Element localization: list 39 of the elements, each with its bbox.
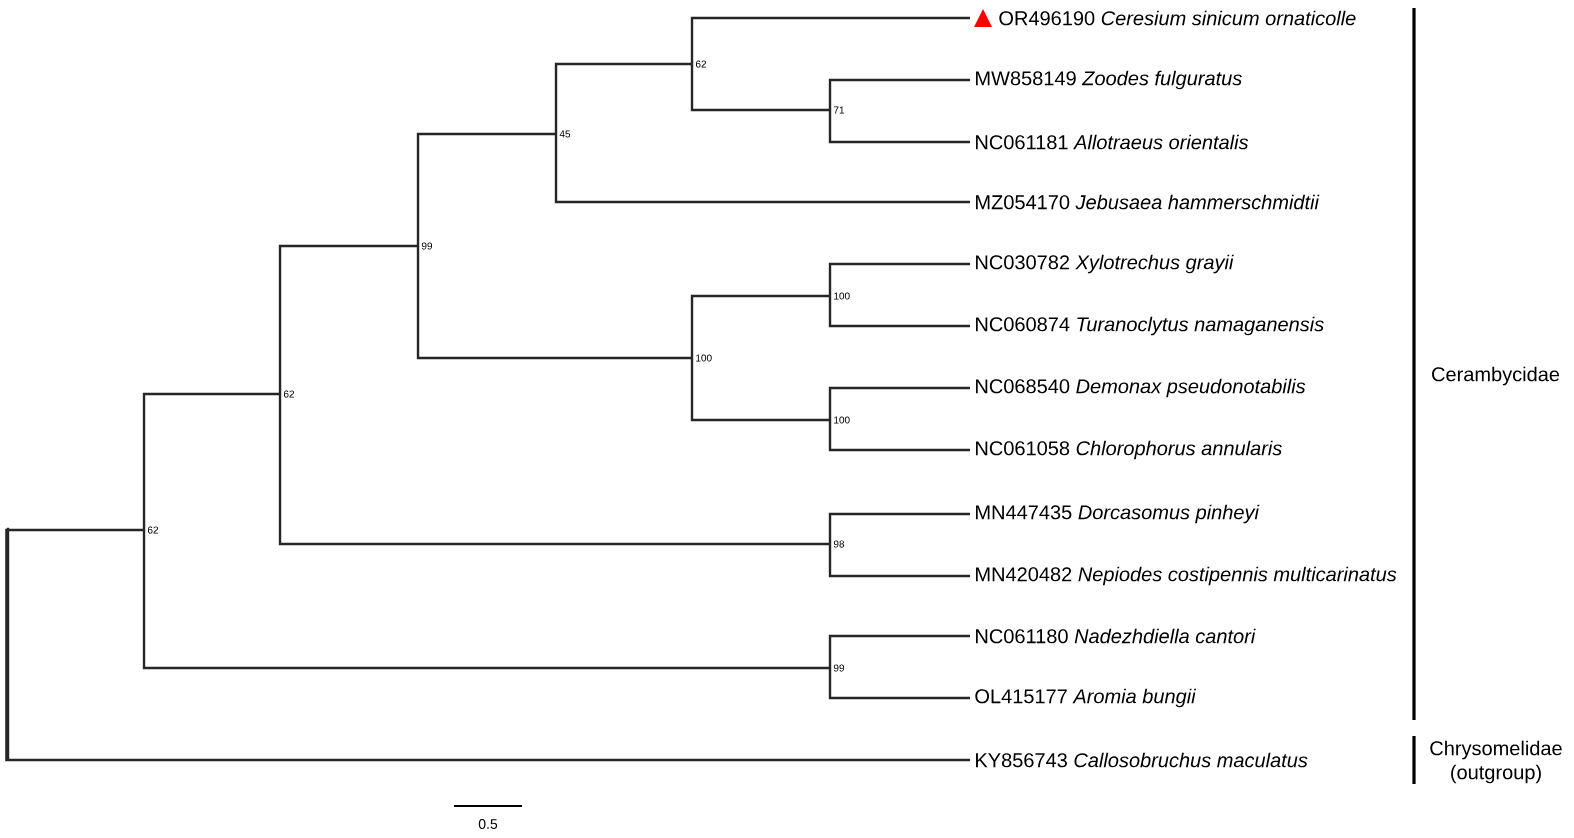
taxon-label: NC061181 Allotraeus orientalis (976, 134, 1249, 150)
tree-branch (690, 16, 970, 64)
tree-branch (554, 62, 692, 134)
tree-branch (828, 78, 970, 110)
tree-branch (142, 530, 830, 670)
taxon-label: MW858149 Zoodes fulguratus (976, 70, 1242, 90)
taxon-label: NC068540 Demonax pseudonotabilis (976, 378, 1306, 398)
tree-branch (5, 644, 970, 762)
taxon-label: KY856743 Callosobruchus maculatus (976, 752, 1308, 768)
tree-branch (828, 668, 970, 700)
tree-branch (828, 544, 970, 578)
taxon-label: NC061058 Chlorophorus annularis (976, 440, 1282, 460)
tree-branch (278, 394, 830, 546)
clade-label: Chrysomelidae (outgroup) (1430, 740, 1562, 784)
taxon-label: NC030782 Xylotrechus grayii (976, 254, 1234, 274)
tree-branch (828, 296, 970, 328)
taxon-label: MZ054170 Jebusaea hammerschmidtii (976, 194, 1320, 210)
tree-branch (554, 134, 970, 204)
tree-branch (5, 528, 144, 644)
tree-branch (828, 512, 970, 544)
tree-branch (278, 244, 418, 394)
tree-branch (690, 64, 830, 112)
tree-branch (828, 262, 970, 296)
clade-label: Cerambycidae (1432, 366, 1560, 386)
tree-branch (142, 392, 280, 530)
tree-branch (416, 132, 556, 246)
tree-branch (828, 634, 970, 668)
taxon-label: NC061180 Nadezhdiella cantori (976, 628, 1256, 644)
tree-branch (828, 386, 970, 420)
tree-branch (690, 358, 830, 422)
tree-branch (828, 420, 970, 452)
taxon-label: MN420482 Nepiodes costipennis multicarinatus (976, 566, 1397, 586)
tree-branch (690, 294, 830, 358)
tree-branch (828, 110, 970, 144)
taxon-label: MN447435 Dorcasomus pinheyi (976, 504, 1260, 524)
tree-branch (416, 246, 692, 360)
taxon-label: OL415177 Aromia bungii (975, 688, 1197, 708)
taxon-label: NC060874 Turanoclytus namaganensis (976, 316, 1324, 336)
taxon-label: OR496190 Ceresium sinicum ornaticolle (999, 10, 1356, 26)
